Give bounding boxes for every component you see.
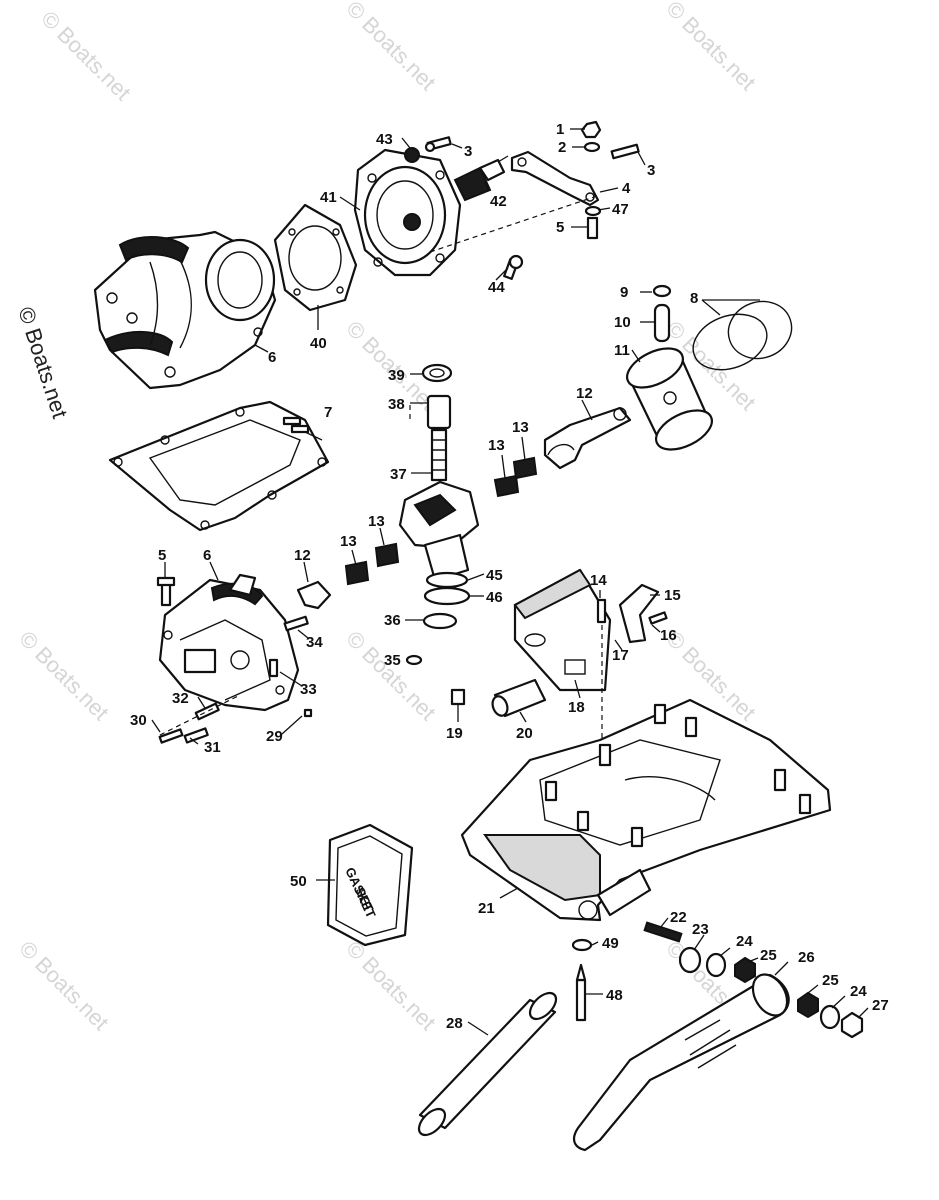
callout-32: 32	[172, 690, 189, 707]
callout-5: 5	[556, 219, 564, 236]
callout-30: 30	[130, 712, 147, 729]
head-gasket-part	[273, 203, 358, 312]
callout-10: 10	[614, 314, 631, 331]
callout-24: 24	[850, 983, 867, 1000]
callout-37: 37	[390, 466, 407, 483]
callout-44: 44	[488, 279, 505, 296]
crankcase-fasteners	[156, 576, 332, 744]
watermark: © Boats.net	[341, 626, 440, 725]
callout-21: 21	[478, 900, 495, 917]
bracket-part	[510, 150, 600, 207]
callout-38: 38	[388, 396, 405, 413]
callout-16: 16	[660, 627, 677, 644]
tube-part	[417, 991, 558, 1137]
top-fasteners	[404, 120, 640, 280]
callout-14: 14	[590, 572, 607, 589]
callout-42: 42	[490, 193, 507, 210]
callout-46: 46	[486, 589, 503, 606]
pin-and-bolt-parts	[571, 921, 683, 1022]
callout-23: 23	[692, 921, 709, 938]
callout-31: 31	[204, 739, 221, 756]
cylinder-head-part	[353, 148, 462, 277]
callout-43: 43	[376, 131, 393, 148]
crankshaft-part	[398, 363, 480, 666]
callout-13: 13	[368, 513, 385, 530]
callout-45: 45	[486, 567, 503, 584]
callout-3: 3	[647, 162, 655, 179]
callout-40: 40	[310, 335, 327, 352]
callout-6: 6	[268, 349, 276, 366]
watermark: © Boats.net	[341, 0, 440, 95]
callout-2: 2	[558, 139, 566, 156]
callout-labels: 1 2 3 3 4 5 47 43 41 42 44 40 6 9 10 11 …	[130, 121, 889, 1032]
callout-11: 11	[614, 342, 630, 359]
watermark: © Boats.net	[36, 6, 135, 105]
crankcase-part	[158, 573, 300, 712]
callout-24: 24	[736, 933, 753, 950]
callout-4: 4	[622, 180, 631, 197]
watermark-side: © Boats.net	[13, 304, 72, 421]
callout-13: 13	[340, 533, 357, 550]
connecting-rod-part	[543, 406, 632, 470]
leader-lines	[151, 128, 869, 1036]
callout-35: 35	[384, 652, 401, 669]
callout-28: 28	[446, 1015, 463, 1032]
callout-12: 12	[294, 547, 311, 564]
callout-29: 29	[266, 728, 283, 745]
small-block-and-tube	[450, 678, 547, 718]
callout-20: 20	[516, 725, 533, 742]
gasket-set-part: GASKET SET	[326, 823, 414, 947]
callout-15: 15	[664, 587, 681, 604]
callout-34: 34	[306, 634, 323, 651]
callout-22: 22	[670, 909, 687, 926]
needle-bearings	[344, 456, 538, 586]
callout-13: 13	[512, 419, 529, 436]
washers-and-nuts	[678, 946, 864, 1039]
callout-13: 13	[488, 437, 505, 454]
callout-1: 1	[556, 121, 564, 138]
callout-18: 18	[568, 699, 585, 716]
watermark: © Boats.net	[14, 626, 113, 725]
callout-26: 26	[798, 949, 815, 966]
callout-25: 25	[760, 947, 777, 964]
cylinder-block-part	[93, 230, 277, 390]
callout-7: 7	[324, 404, 332, 421]
watermark: © Boats.net	[14, 936, 113, 1035]
callout-49: 49	[602, 935, 619, 952]
callout-5: 5	[158, 547, 166, 564]
callout-3: 3	[464, 143, 472, 160]
callout-50: 50	[290, 873, 307, 890]
callout-36: 36	[384, 612, 401, 629]
callout-17: 17	[612, 647, 629, 664]
callout-25: 25	[822, 972, 839, 989]
callout-8: 8	[690, 290, 698, 307]
callout-19: 19	[446, 725, 463, 742]
rail-assembly	[513, 568, 668, 760]
watermark: © Boats.net	[661, 0, 760, 95]
callout-12: 12	[576, 385, 593, 402]
callout-6: 6	[203, 547, 211, 564]
callout-33: 33	[300, 681, 317, 698]
callout-47: 47	[612, 201, 629, 218]
watermark: © Boats.net	[341, 936, 440, 1035]
hull-tray-part	[460, 698, 832, 922]
handle-pole-part	[572, 973, 790, 1152]
callout-9: 9	[620, 284, 628, 301]
base-gasket-part	[108, 400, 330, 532]
callout-41: 41	[320, 189, 337, 206]
spark-plug-part	[453, 155, 509, 202]
callout-27: 27	[872, 997, 889, 1014]
callout-39: 39	[388, 367, 405, 384]
piston-assembly	[626, 284, 793, 451]
callout-48: 48	[606, 987, 623, 1004]
